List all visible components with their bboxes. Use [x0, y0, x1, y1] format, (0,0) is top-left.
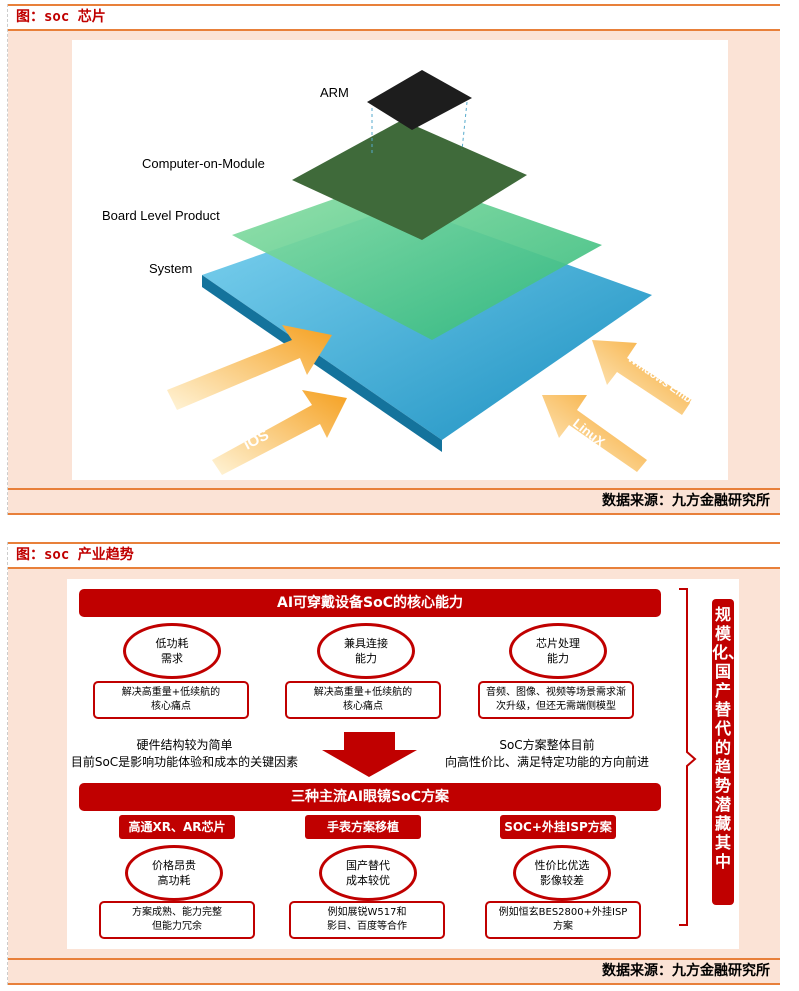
capability-ellipse: 低功耗 需求 — [123, 623, 221, 679]
scheme-tag: 高通XR、AR芯片 — [119, 815, 235, 839]
figure-title: 图：soc 芯片 — [8, 4, 780, 31]
note-right: SoC方案整体目前 向高性价比、满足特定功能的方向前进 — [444, 738, 649, 769]
label-com: Computer-on-Module — [142, 156, 265, 171]
scheme-box: 方案成熟、能力完整 但能力冗余 — [99, 901, 255, 939]
capability-ellipse: 芯片处理 能力 — [509, 623, 607, 679]
capability-ellipse: 兼具连接 能力 — [317, 623, 415, 679]
capability-box: 音频、图像、视频等场景需求渐 次升级，但还无需端侧模型 — [478, 681, 634, 719]
brace-icon — [679, 588, 697, 926]
arm-chip — [367, 70, 472, 130]
label-system: System — [149, 261, 192, 276]
label-arm: ARM — [320, 85, 349, 100]
label-blp: Board Level Product — [102, 208, 220, 223]
soc-layers-diagram: ARM Computer-on-Module Board Level Produ… — [72, 40, 728, 480]
figure-title: 图：soc 产业趋势 — [8, 542, 780, 569]
source-note: 数据来源：九方金融研究所 — [8, 488, 780, 515]
down-arrow-icon — [322, 732, 417, 777]
scheme-bar: 三种主流AI眼镜SoC方案 — [79, 783, 661, 811]
capability-box: 解决高重量+低续航的 核心痛点 — [93, 681, 249, 719]
figure-soc-chip: 图：soc 芯片 ARM Computer-on-Module Board Le… — [7, 4, 780, 515]
figure-soc-trend: 图：soc 产业趋势 AI可穿戴设备SoC的核心能力 低功耗 需求 兼具连接 能… — [7, 542, 780, 985]
scheme-box: 例如恒玄BES2800+外挂ISP 方案 — [485, 901, 641, 939]
core-capability-bar: AI可穿戴设备SoC的核心能力 — [79, 589, 661, 617]
module-board — [292, 120, 527, 240]
note-left: 硬件结构较为简单 目前SoC是影响功能体验和成本的关键因素 — [70, 738, 299, 769]
label-windows: Windows Embedded — [625, 353, 720, 424]
board-layer — [232, 175, 602, 340]
trend-sidebar: 规模化、国产替代的趋势潜藏其中 — [712, 599, 744, 905]
source-note: 数据来源：九方金融研究所 — [8, 958, 780, 985]
scheme-ellipse: 价格昂贵 高功耗 — [125, 845, 223, 901]
scheme-ellipse: 国产替代 成本较优 — [319, 845, 417, 901]
capability-box: 解决高重量+低续航的 核心痛点 — [285, 681, 441, 719]
scheme-tag: SOC+外挂ISP方案 — [500, 815, 616, 839]
scheme-ellipse: 性价比优选 影像较差 — [513, 845, 611, 901]
scheme-box: 例如展锐W517和 影目、百度等合作 — [289, 901, 445, 939]
scheme-tag: 手表方案移植 — [305, 815, 421, 839]
soc-trend-diagram: AI可穿戴设备SoC的核心能力 低功耗 需求 兼具连接 能力 芯片处理 能力 解… — [67, 579, 744, 949]
